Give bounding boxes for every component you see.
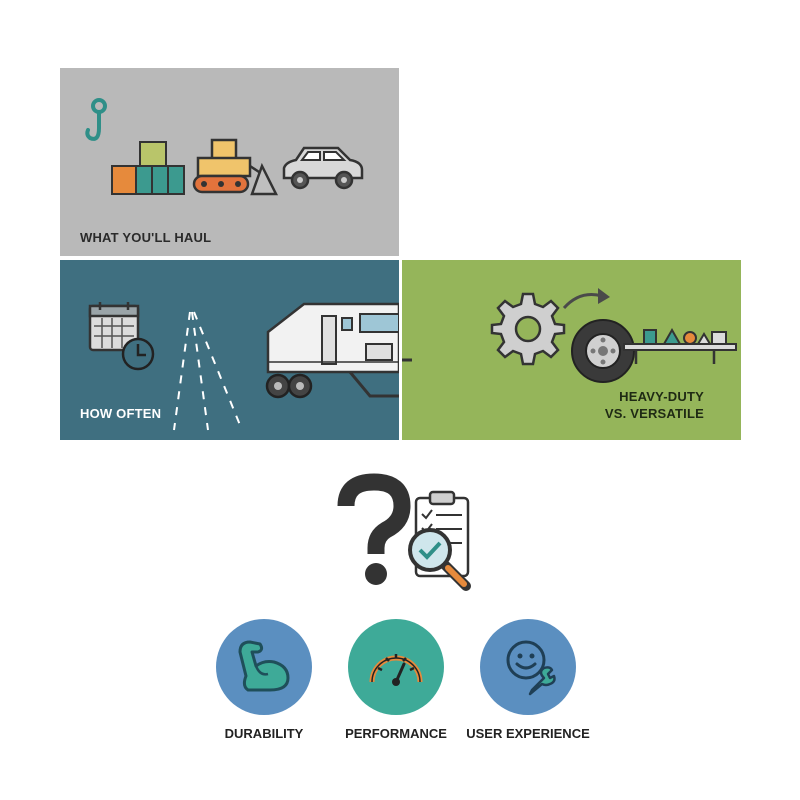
smiley-wrench-icon — [506, 640, 556, 696]
panel-label-duty: HEAVY-DUTY VS. VERSATILE — [402, 388, 704, 422]
road-dashes-icon — [173, 311, 243, 431]
hook-icon — [85, 98, 107, 141]
cargo-boxes-icon — [111, 141, 185, 195]
panel-label-haul: WHAT YOU'LL HAUL — [80, 230, 212, 245]
criteria-label-performance: PERFORMANCE — [345, 726, 447, 741]
panel-what-youll-haul: WHAT YOU'LL HAUL — [60, 68, 399, 256]
performance-circle — [348, 619, 444, 715]
bulldozer-icon — [192, 138, 279, 196]
flatbed-cargo-icon — [623, 327, 737, 364]
travel-trailer-icon — [265, 302, 399, 399]
panel-heavy-duty-vs-versatile: HEAVY-DUTY VS. VERSATILE — [402, 260, 741, 440]
panel-label-duty-line1: HEAVY-DUTY — [619, 389, 704, 404]
car-icon — [282, 146, 364, 190]
tire-icon — [571, 319, 635, 383]
magnifier-icon — [408, 528, 471, 591]
calendar-clock-icon — [88, 302, 155, 371]
criteria-label-user-experience: USER EXPERIENCE — [466, 726, 590, 741]
gear-icon — [490, 292, 566, 366]
gauge-icon — [369, 654, 423, 686]
panel-label-often: HOW OFTEN — [80, 406, 162, 421]
curved-arrow-icon — [562, 288, 610, 310]
panel-label-duty-line2: VS. VERSATILE — [604, 406, 704, 421]
panel-how-often: HOW OFTEN — [60, 260, 399, 440]
question-mark-icon — [337, 473, 411, 585]
criteria-label-durability: DURABILITY — [224, 726, 304, 741]
flexed-arm-icon — [238, 640, 290, 692]
